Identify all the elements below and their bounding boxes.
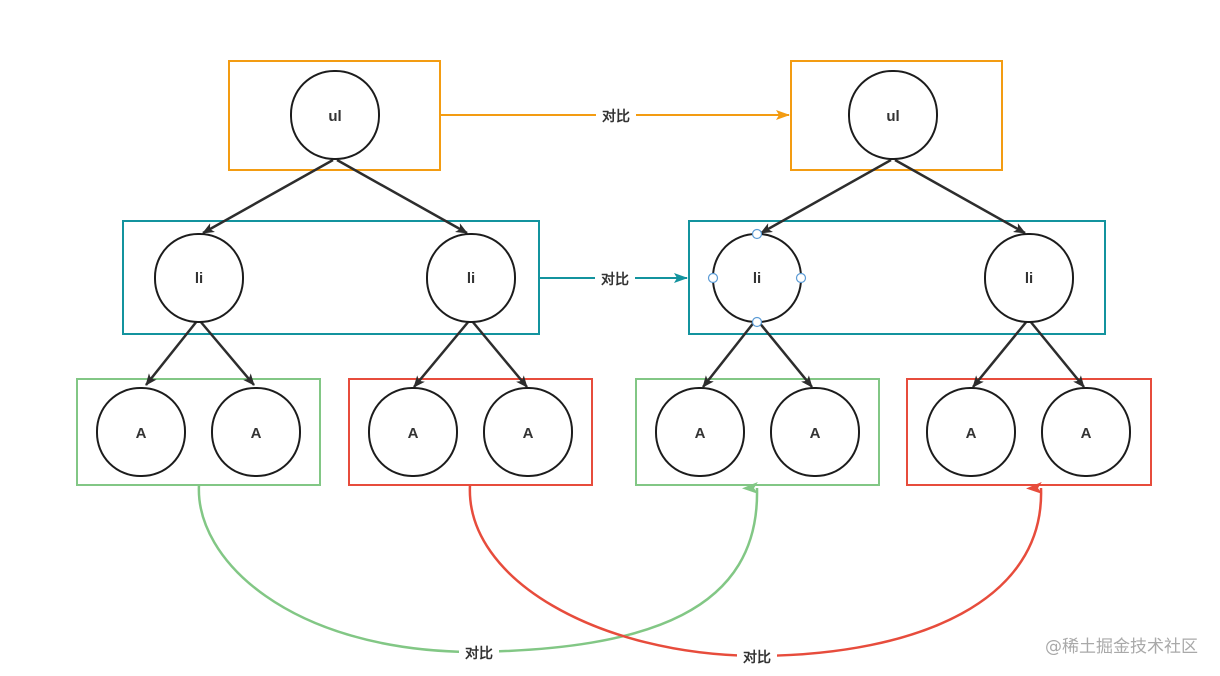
right-a-label-1: A xyxy=(695,425,706,442)
right-a-label-2: A xyxy=(810,425,821,442)
left-a-node-1: A xyxy=(96,387,186,477)
right-li-label-1: li xyxy=(753,270,761,287)
left-li-node-1: li xyxy=(154,233,244,323)
left-li-label-1: li xyxy=(195,270,203,287)
edge-right-li2-a1 xyxy=(972,320,1028,388)
right-li-node-2: li xyxy=(984,233,1074,323)
left-ul-node: ul xyxy=(290,70,380,160)
compare-li-label-bg xyxy=(595,269,635,288)
selection-handle-left[interactable] xyxy=(707,272,719,284)
left-a-group-box-2 xyxy=(348,378,593,486)
edge-left-li1-a2 xyxy=(199,320,255,386)
edge-right-li1-a2 xyxy=(757,320,813,388)
left-a-node-3: A xyxy=(368,387,458,477)
edge-left-li2-a2 xyxy=(471,320,528,388)
right-ul-label: ul xyxy=(886,108,899,125)
edge-left-ul-li1 xyxy=(202,158,334,235)
watermark: @稀土掘金技术社区 xyxy=(1045,637,1198,657)
edge-right-li2-a2 xyxy=(1029,320,1085,388)
compare-ul-label-bg xyxy=(596,106,636,125)
right-li-group-box xyxy=(688,220,1106,335)
selection-handle-top[interactable] xyxy=(751,228,763,240)
right-a-label-3: A xyxy=(966,425,977,442)
left-a-node-4: A xyxy=(483,387,573,477)
left-li-node-2: li xyxy=(426,233,516,323)
right-ul-group-box xyxy=(790,60,1003,171)
compare-li-label: 对比 xyxy=(601,271,629,288)
right-ul-node: ul xyxy=(848,70,938,160)
left-a-label-2: A xyxy=(251,425,262,442)
selection-handle-right[interactable] xyxy=(795,272,807,284)
compare-red-label: 对比 xyxy=(743,649,771,666)
edge-left-ul-li2 xyxy=(336,158,468,235)
selection-handle-bottom[interactable] xyxy=(751,316,763,328)
compare-green-connector xyxy=(197,481,759,654)
left-a-label-1: A xyxy=(136,425,147,442)
compare-green-label: 对比 xyxy=(465,645,493,662)
edge-right-ul-li2 xyxy=(894,158,1026,235)
right-a-node-2: A xyxy=(770,387,860,477)
right-li-label-2: li xyxy=(1025,270,1033,287)
left-a-label-4: A xyxy=(523,425,534,442)
left-li-label-2: li xyxy=(467,270,475,287)
left-a-label-3: A xyxy=(408,425,419,442)
right-a-label-4: A xyxy=(1081,425,1092,442)
edge-right-ul-li1 xyxy=(760,158,892,235)
left-ul-label: ul xyxy=(328,108,341,125)
edge-right-li1-a1 xyxy=(702,320,756,388)
edge-left-li1-a1 xyxy=(145,320,198,386)
right-a-node-4: A xyxy=(1041,387,1131,477)
compare-red-label-bg xyxy=(737,648,777,666)
compare-ul-label: 对比 xyxy=(602,108,630,125)
compare-green-label-bg xyxy=(459,644,499,662)
right-a-node-1: A xyxy=(655,387,745,477)
right-a-node-3: A xyxy=(926,387,1016,477)
edge-left-li2-a1 xyxy=(413,320,470,388)
left-a-node-2: A xyxy=(211,387,301,477)
right-li-node-1[interactable]: li xyxy=(712,233,802,323)
